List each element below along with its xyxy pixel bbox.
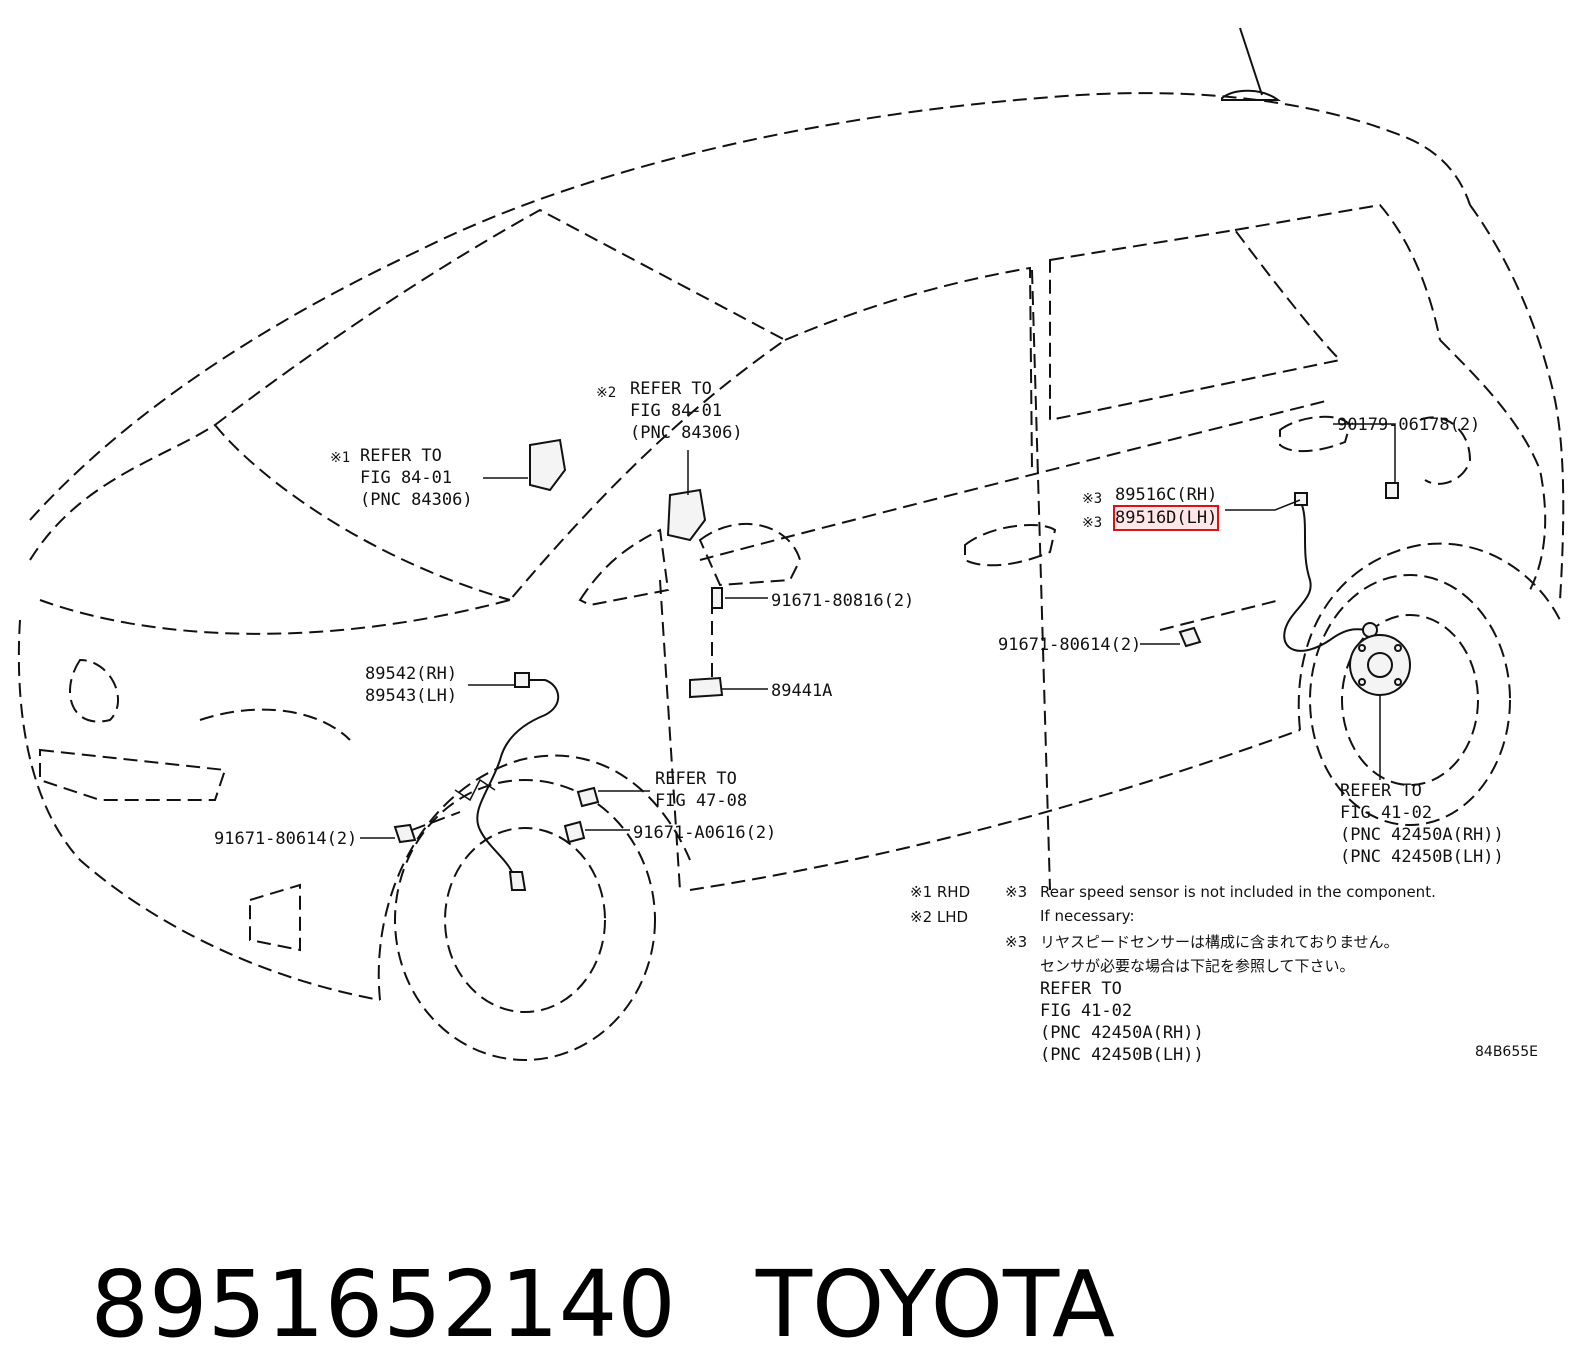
note-3-refer: REFER TO FIG 41-02 (PNC 42450A(RH)) (PNC… bbox=[1040, 979, 1204, 1065]
refer-41-label: REFER TO FIG 41-02 (PNC 42450A(RH)) (PNC… bbox=[1340, 781, 1504, 867]
rear-rh-mark: ※3 bbox=[1082, 491, 1103, 507]
rear-sensor-rh-label: 89516C(RH) bbox=[1115, 485, 1218, 505]
note-rhd: ※1 RHD bbox=[910, 883, 971, 901]
note-lhd: ※2 LHD bbox=[910, 908, 969, 926]
note-3-english: Rear speed sensor is not included in the… bbox=[1040, 883, 1436, 925]
refer-47-label: REFER TO FIG 47-08 bbox=[655, 769, 748, 811]
clip-rear-label: 90179-06178(2) bbox=[1337, 415, 1481, 435]
fasteners bbox=[393, 482, 1399, 844]
front-wheel-sensor-wire bbox=[454, 672, 560, 891]
ref-2-label: REFER TO FIG 84-01 (PNC 84306) bbox=[630, 379, 743, 443]
brand-name: TOYOTA bbox=[755, 1251, 1115, 1358]
car-parts-diagram bbox=[17, 27, 1565, 1061]
note-3-mark-jp: ※3 bbox=[1005, 933, 1028, 951]
rear-wheel-sensor-wire bbox=[1283, 492, 1378, 652]
rear-hub bbox=[1349, 634, 1411, 696]
bolt-rear-label: 91671-80614(2) bbox=[998, 635, 1142, 655]
note-3-japanese: リヤスピードセンサーは構成に含まれておりません。 センサが必要な場合は下記を参照… bbox=[1040, 933, 1399, 975]
front-sensor-rh-label: 89542(RH) bbox=[365, 664, 458, 684]
note-3-mark: ※3 bbox=[1005, 883, 1028, 901]
ref-2-mark: ※2 bbox=[596, 385, 617, 401]
leader-lines bbox=[360, 423, 1396, 839]
footer-caption: 8951652140 TOYOTA bbox=[32, 1140, 1116, 1358]
ref-1-label: REFER TO FIG 84-01 (PNC 84306) bbox=[360, 446, 473, 510]
part-number: 8951652140 bbox=[90, 1251, 676, 1358]
car-body-outline bbox=[17, 27, 1565, 1061]
ref-1-mark: ※1 bbox=[330, 450, 351, 466]
front-sensor-lh-label: 89543(LH) bbox=[365, 686, 458, 706]
sensor-mid-label: 89441A bbox=[771, 681, 833, 701]
rear-lh-mark: ※3 bbox=[1082, 515, 1103, 531]
bolt-front-label: 91671-80614(2) bbox=[214, 829, 358, 849]
diagram-code: 84B655E bbox=[1475, 1044, 1538, 1060]
bolt-a0616-label: 91671-A0616(2) bbox=[633, 823, 777, 843]
bolt-mid-label: 91671-80816(2) bbox=[771, 591, 915, 611]
rear-sensor-lh-label[interactable]: 89516D(LH) bbox=[1112, 505, 1220, 531]
yaw-sensor-parts bbox=[529, 438, 724, 699]
